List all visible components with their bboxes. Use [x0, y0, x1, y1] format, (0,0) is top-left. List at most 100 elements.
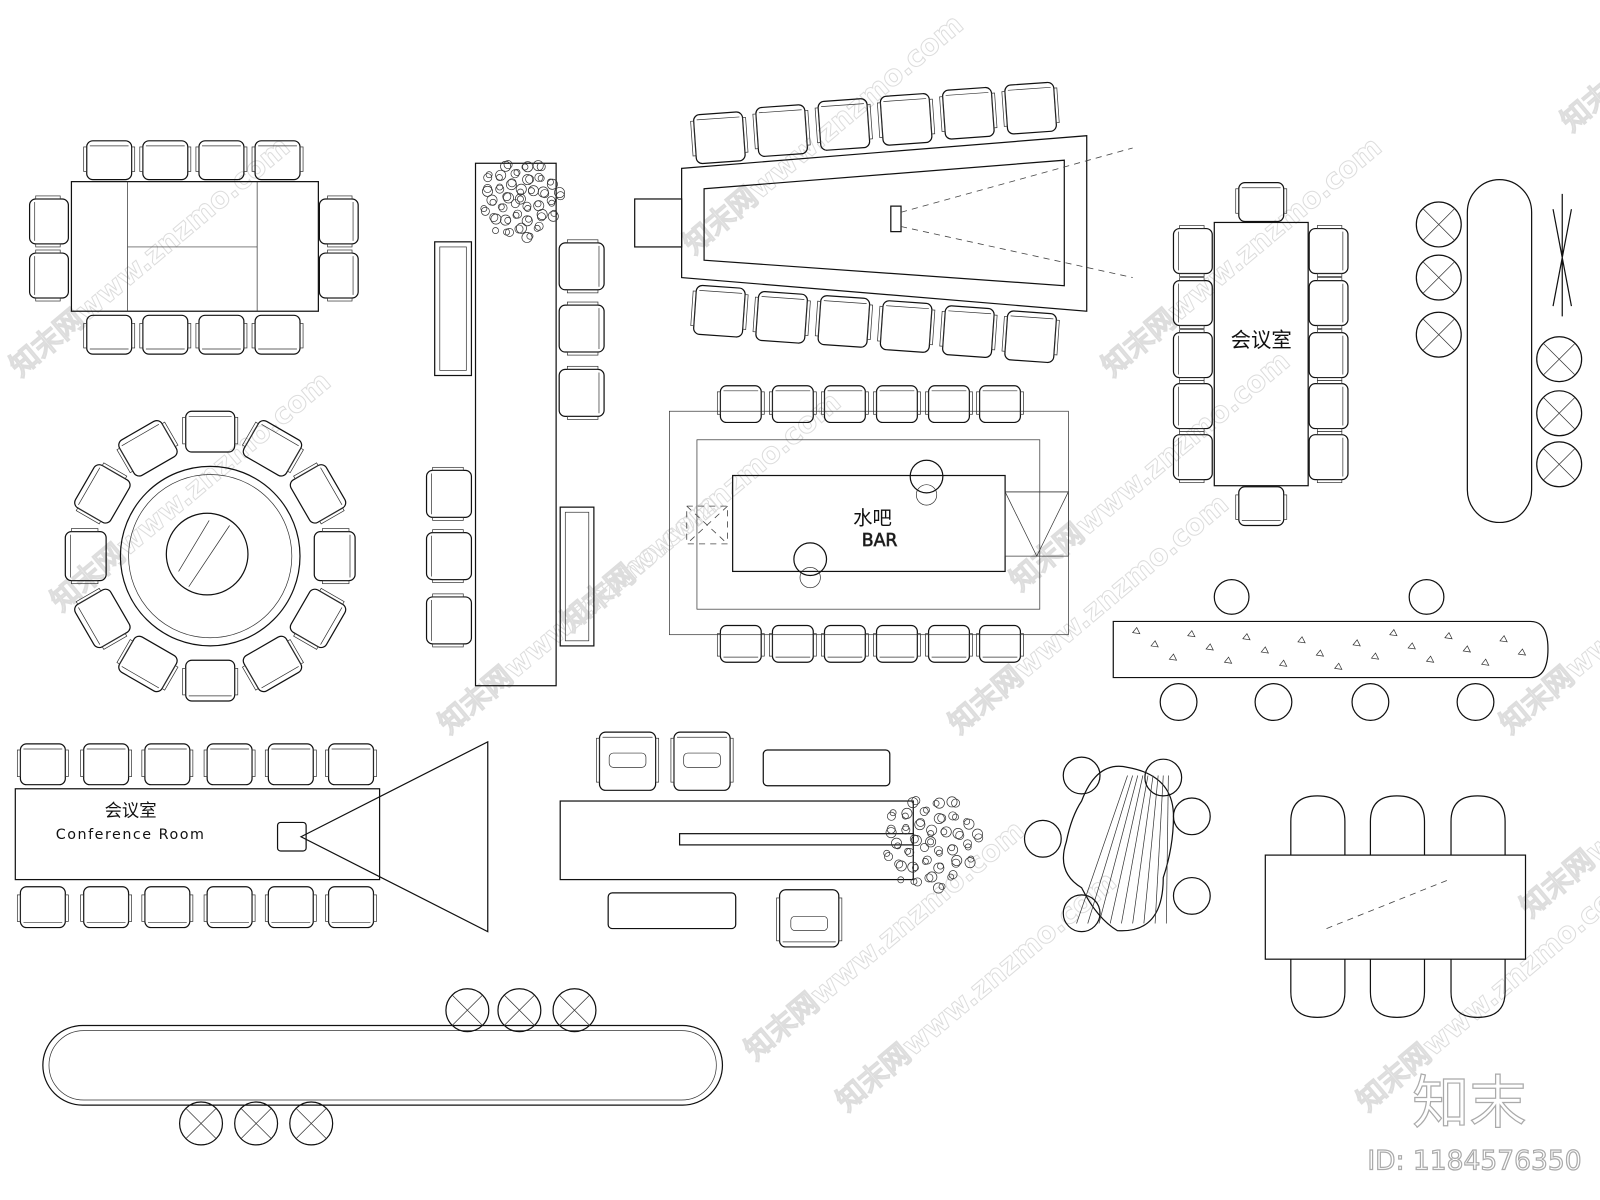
watermark-text: 知末网www.znzmo.com [1493, 486, 1600, 740]
hatch [1109, 775, 1144, 924]
chair-seat [327, 886, 375, 929]
chair-arm [976, 633, 980, 657]
chair-arm [566, 289, 599, 294]
hatch [1154, 775, 1164, 924]
chair-arm [35, 297, 61, 302]
chair [264, 743, 317, 786]
chair [1308, 431, 1349, 484]
chair-seat [144, 886, 191, 929]
chair-seat [558, 304, 605, 353]
watermark-text: 知末网www.znzmo.com [677, 7, 970, 261]
armchair [425, 593, 473, 648]
conference-table [14, 788, 381, 881]
leaf [527, 185, 539, 197]
chair-arm [1179, 431, 1205, 436]
oval-table [1466, 178, 1533, 524]
leaf [904, 847, 912, 855]
bar-counter-long [1112, 620, 1549, 679]
leaf [948, 844, 956, 852]
chair-arm [939, 311, 946, 347]
chair-arm [991, 314, 998, 351]
chair [1290, 795, 1346, 856]
leaf [483, 184, 492, 193]
chair-back [121, 666, 160, 689]
plant [883, 796, 984, 894]
chair-arm [1316, 329, 1343, 334]
chair-arm [566, 415, 599, 420]
chair [74, 462, 131, 525]
leaf [951, 858, 961, 868]
leaf [525, 215, 533, 223]
leaf [926, 824, 938, 836]
stool [1159, 683, 1198, 722]
chair-cross [559, 994, 590, 1026]
chair-arm [187, 146, 192, 172]
chair-arm [821, 391, 825, 415]
chair-arm [243, 146, 248, 172]
hatch [1121, 775, 1149, 924]
hatch [1076, 775, 1128, 924]
chair-outline [497, 988, 542, 1033]
chair-arm [876, 102, 884, 138]
leaf [524, 205, 532, 212]
chair [1172, 431, 1213, 484]
chair-arm [75, 587, 102, 605]
chair-arm [566, 239, 599, 244]
terrazzo-speck [1462, 645, 1472, 653]
leaf [547, 178, 554, 186]
chair-arm [1179, 380, 1205, 385]
chair [814, 98, 873, 151]
leaf [948, 811, 958, 821]
chair-arm [991, 92, 998, 129]
bar-stool [769, 624, 817, 663]
watermark-id: ID: 1184576350 [1367, 1145, 1581, 1176]
chair [64, 528, 107, 585]
leaf [907, 861, 919, 873]
hatch [1087, 775, 1133, 924]
decor-cross [1552, 193, 1573, 317]
chair-arm [141, 894, 146, 922]
leaf [537, 174, 545, 182]
chair-arm [203, 749, 208, 777]
long-desk [474, 162, 557, 687]
chair-arm [241, 421, 259, 448]
chair-arm [752, 113, 759, 150]
chair-arm [1179, 225, 1205, 229]
leaf [548, 199, 556, 207]
leaf [532, 160, 544, 172]
chair [28, 249, 69, 302]
round-table [119, 465, 301, 647]
chair [325, 886, 377, 929]
bar-inner [696, 439, 1041, 610]
leaf [923, 806, 930, 814]
stool [1351, 683, 1390, 722]
stool [1456, 683, 1495, 722]
chair-arm [293, 462, 319, 480]
leaf [952, 813, 959, 821]
chair-seat [875, 624, 918, 663]
pillow [608, 752, 647, 768]
leaf [905, 848, 915, 857]
projector-box [634, 198, 683, 248]
projector [890, 205, 902, 233]
chair-arm [804, 300, 811, 336]
leaf [514, 193, 526, 205]
lounge-chair [1415, 201, 1462, 248]
chair-back [823, 300, 867, 304]
chair-arm [325, 894, 329, 922]
chair-seat [318, 198, 359, 245]
chair [139, 140, 192, 181]
chair-arm [916, 633, 921, 657]
conference-label-cn: 会议室 [105, 801, 157, 821]
chair [690, 111, 749, 165]
chair-outline [1536, 390, 1583, 437]
chair-cross [295, 1108, 327, 1139]
chair-arm [312, 749, 317, 777]
leaf [503, 192, 514, 204]
chair [1172, 225, 1213, 277]
leaf [884, 852, 893, 862]
chair-arm [566, 365, 599, 370]
chair-seat [771, 624, 814, 663]
leaf [889, 809, 897, 817]
chair [16, 886, 69, 929]
